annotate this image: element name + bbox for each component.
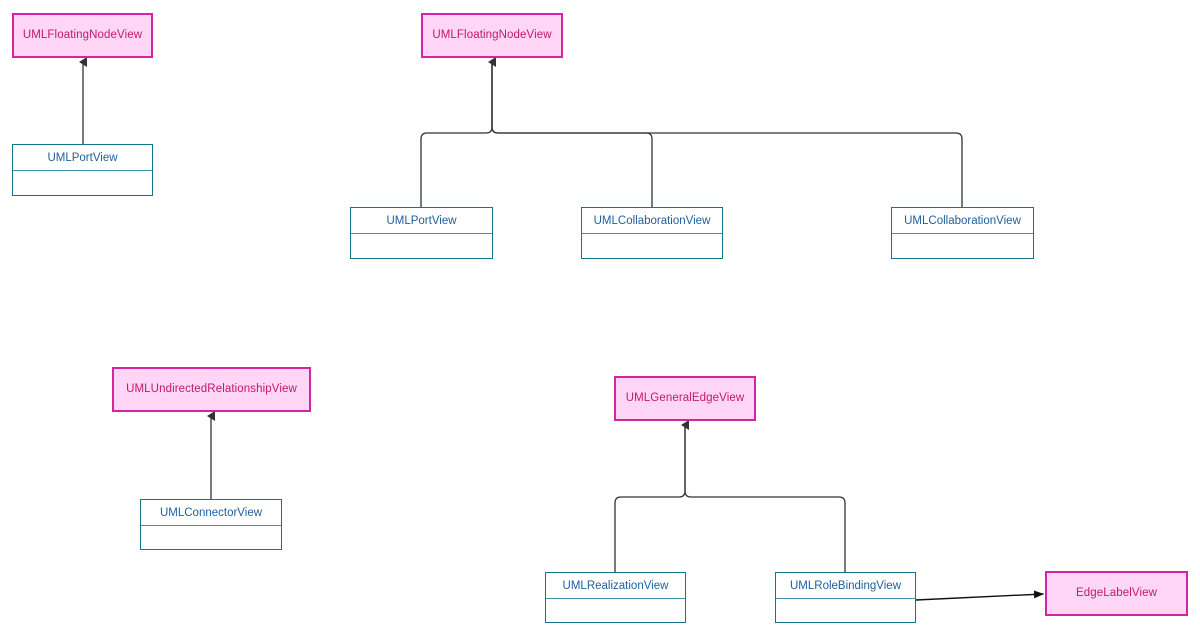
uml-node-umlgeneraledgeview[interactable]: UMLGeneralEdgeView — [614, 376, 756, 421]
node-attributes-compartment — [892, 234, 1033, 258]
node-title: UMLUndirectedRelationshipView — [126, 382, 297, 395]
node-title: UMLPortView — [386, 214, 457, 227]
uml-node-edgelabelview[interactable]: EdgeLabelView — [1045, 571, 1188, 616]
node-title: UMLCollaborationView — [593, 214, 711, 227]
generalization-umlrolebindingview-to-umlgeneraledgeview — [684, 424, 846, 573]
compartment-divider — [892, 233, 1033, 234]
compartment-divider — [141, 525, 281, 526]
node-attributes-compartment — [141, 526, 281, 549]
node-title: UMLFloatingNodeView — [432, 28, 552, 41]
node-title: UMLRoleBindingView — [789, 579, 901, 592]
compartment-divider — [776, 598, 915, 599]
node-title: UMLPortView — [47, 151, 118, 164]
uml-node-umlundirectedrelationshipview[interactable]: UMLUndirectedRelationshipView — [112, 367, 311, 412]
compartment-divider — [351, 233, 492, 234]
uml-node-umlrolebindingview[interactable]: UMLRoleBindingView — [775, 572, 916, 623]
generalization-umlcollaborationview2-to-umlfloatingnodeview — [491, 61, 963, 208]
node-title: UMLRealizationView — [562, 579, 669, 592]
node-title: UMLGeneralEdgeView — [625, 391, 745, 404]
node-title: UMLFloatingNodeView — [22, 28, 143, 41]
uml-node-umlcollaborationview[interactable]: UMLCollaborationView — [891, 207, 1034, 259]
generalization-umlportview-to-umlfloatingnodeview-2 — [420, 57, 496, 208]
compartment-divider — [582, 233, 722, 234]
node-title: UMLCollaborationView — [904, 214, 1021, 227]
uml-node-umlconnectorview[interactable]: UMLConnectorView — [140, 499, 282, 550]
uml-node-umlfloatingnodeview[interactable]: UMLFloatingNodeView — [12, 13, 153, 58]
uml-node-umlfloatingnodeview[interactable]: UMLFloatingNodeView — [421, 13, 563, 58]
uml-node-umlrealizationview[interactable]: UMLRealizationView — [545, 572, 686, 623]
uml-node-umlcollaborationview[interactable]: UMLCollaborationView — [581, 207, 723, 259]
generalization-umlcollaborationview-to-umlfloatingnodeview — [491, 61, 653, 208]
node-title: EdgeLabelView — [1075, 586, 1157, 599]
compartment-divider — [13, 170, 152, 171]
association-umlrolebindingview-to-edgelabelview — [915, 590, 1044, 601]
node-attributes-compartment — [546, 599, 685, 622]
node-attributes-compartment — [776, 599, 915, 622]
generalization-umlrealizationview-to-umlgeneraledgeview — [614, 420, 689, 573]
node-title: UMLConnectorView — [159, 506, 263, 519]
compartment-divider — [546, 598, 685, 599]
node-attributes-compartment — [351, 234, 492, 258]
uml-node-umlportview[interactable]: UMLPortView — [12, 144, 153, 196]
uml-node-umlportview[interactable]: UMLPortView — [350, 207, 493, 259]
node-attributes-compartment — [582, 234, 722, 258]
node-attributes-compartment — [13, 171, 152, 195]
